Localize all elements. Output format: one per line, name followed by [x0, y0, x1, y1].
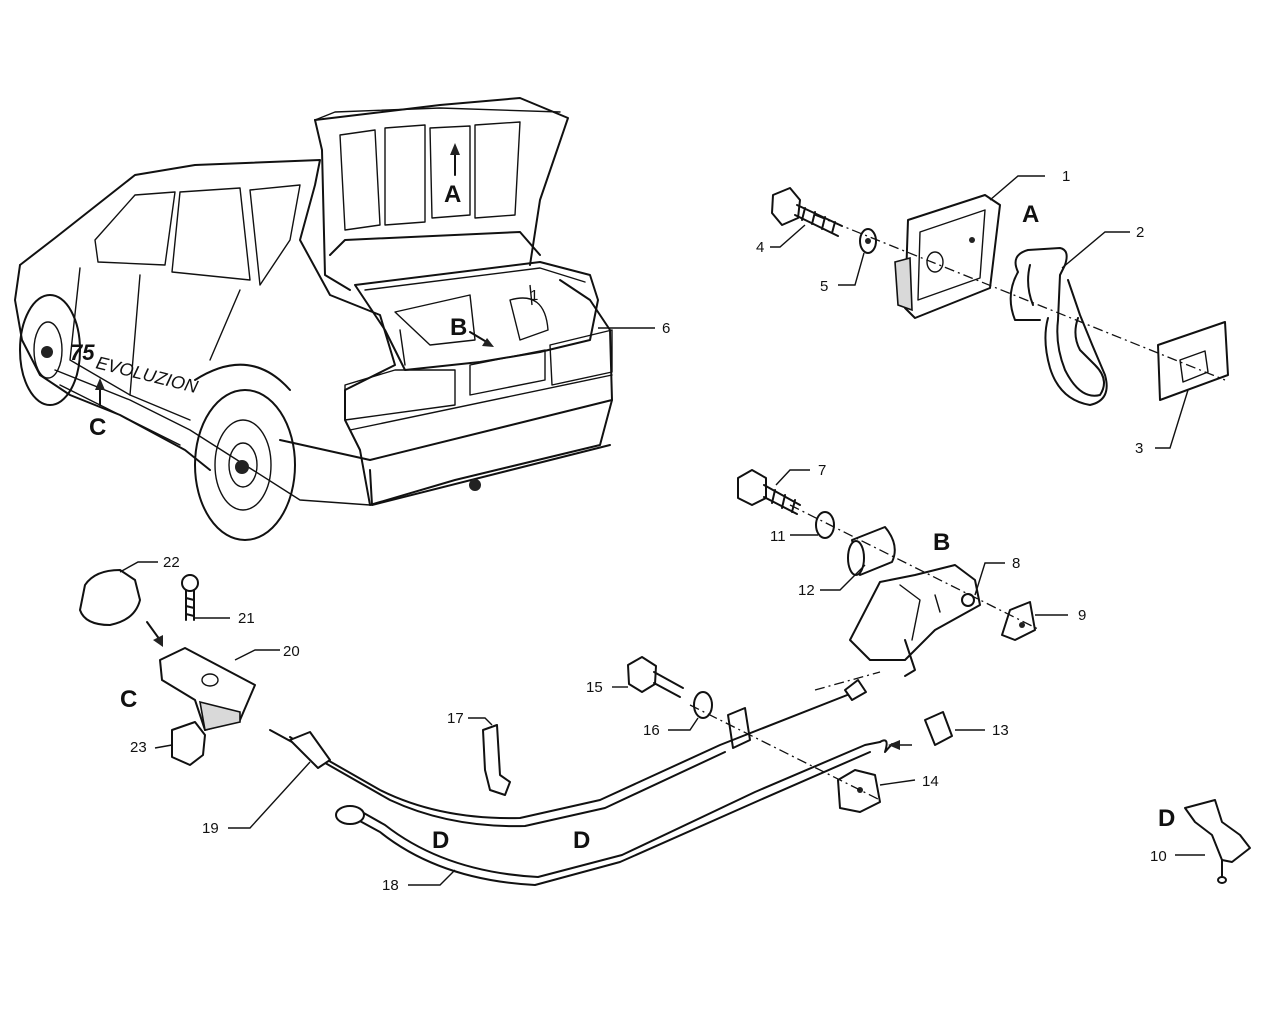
bolt-7: [737, 469, 767, 506]
release-knob-22: [79, 569, 141, 626]
callout-22: 22: [163, 554, 180, 571]
cable-clip-17: [482, 724, 511, 796]
view-label-c-car: C: [89, 414, 106, 441]
shim-plate-3: [1157, 321, 1229, 401]
callout-17: 17: [447, 710, 464, 727]
callout-13: 13: [992, 722, 1009, 739]
callout-8: 8: [1012, 555, 1020, 572]
car-badge-text: EVOLUZION: [94, 352, 201, 397]
emergency-cable-ring: [335, 805, 365, 825]
view-label-a-car: A: [444, 181, 461, 208]
view-label-d-right: D: [573, 827, 590, 854]
callout-6: 6: [662, 320, 670, 337]
callout-19: 19: [202, 820, 219, 837]
latch-bracket-9: [1001, 601, 1036, 641]
cable-end-cap-13: [924, 711, 953, 746]
emergency-cable-18: [357, 751, 871, 886]
car-badge-model: 75: [70, 340, 95, 365]
callout-23: 23: [130, 739, 147, 756]
detail-a-striker-assembly: A: [771, 187, 1229, 406]
callout-1: 1: [1062, 168, 1070, 185]
car-rear-view-illustration: 75 EVOLUZION: [14, 97, 613, 541]
release-cable-assembly: D D: [269, 656, 953, 886]
callout-18: 18: [382, 877, 399, 894]
callout-7: 7: [818, 462, 826, 479]
callout-3: 3: [1135, 440, 1143, 457]
callout-9: 9: [1078, 607, 1086, 624]
bolt-15: [627, 656, 657, 693]
callout-11: 11: [770, 528, 786, 545]
callout-16: 16: [643, 722, 660, 739]
callout-12: 12: [798, 582, 815, 599]
view-label-c-detail: C: [120, 686, 137, 713]
callout-numbers: 1 1 2 3 4 5 6 7 8 9 10 11 12 13 14 15 16…: [130, 168, 1167, 894]
callout-21: 21: [238, 610, 255, 627]
detail-b-latch-assembly: B: [737, 469, 1041, 677]
latch-body-8: [849, 564, 981, 661]
callout-5: 5: [820, 278, 828, 295]
detail-c-release-lever: C: [79, 569, 256, 766]
callout-4: 4: [756, 239, 764, 256]
cable-guide-10: [1184, 799, 1251, 863]
striker-hook-2: [1009, 247, 1105, 397]
callout-1-car: 1: [530, 287, 538, 304]
view-label-a: A: [1022, 201, 1039, 228]
view-label-d-left: D: [432, 827, 449, 854]
callout-15: 15: [586, 679, 603, 696]
callout-10: 10: [1150, 848, 1167, 865]
callout-leaders: [119, 175, 1205, 886]
callout-20: 20: [283, 643, 300, 660]
detail-d-cable-guide: D: [1158, 799, 1251, 884]
view-label-b: B: [933, 529, 950, 556]
view-label-d-detail: D: [1158, 805, 1175, 832]
bolt-4: [771, 187, 801, 226]
washer-11: [815, 511, 835, 539]
callout-14: 14: [922, 773, 939, 790]
washer-16: [693, 691, 713, 719]
release-cable-19: [309, 689, 861, 820]
callout-2: 2: [1136, 224, 1144, 241]
screw-21: [181, 574, 199, 592]
view-label-b-car: B: [450, 314, 467, 341]
retaining-clip-23: [171, 721, 206, 766]
